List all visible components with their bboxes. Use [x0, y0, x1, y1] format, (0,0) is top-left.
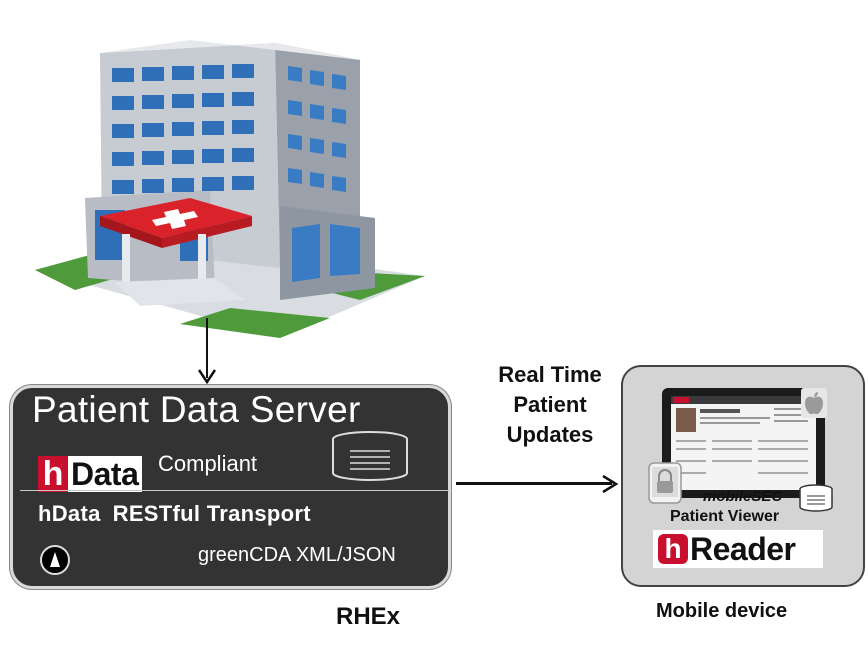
hdata-logo-text: Data: [68, 456, 143, 492]
lock-icon: [648, 462, 682, 504]
transport-label: hData RESTful Transport: [38, 501, 311, 527]
server-divider: [20, 490, 452, 491]
hreader-logo: h Reader: [653, 530, 823, 568]
down-arrow-icon: [197, 369, 217, 385]
tablet-screen-icon: [662, 388, 825, 498]
real-time-updates-label: Real Time Patient Updates: [470, 360, 630, 450]
real-time-line3: Updates: [506, 422, 594, 447]
real-time-line2: Patient: [513, 392, 587, 417]
transport-hdata: hData: [38, 501, 101, 526]
hospital-building-icon: [35, 40, 425, 338]
server-title: Patient Data Server: [32, 389, 361, 430]
apple-logo-icon: [801, 388, 827, 418]
hreader-logo-h: h: [658, 534, 688, 564]
transport-restful: RESTful Transport: [112, 501, 311, 526]
real-time-line1: Real Time: [498, 362, 602, 387]
rhex-label: RHEx: [336, 603, 401, 630]
mobilesec-label: mobileSEC: [703, 488, 783, 505]
mobile-database-icon: [799, 484, 833, 512]
hospital-to-server-connector: [206, 318, 208, 378]
seal-icon: [40, 545, 70, 575]
mobile-device-label: Mobile device: [656, 600, 788, 622]
hdata-logo-h: h: [38, 456, 68, 492]
format-label: greenCDA XML/JSON: [198, 544, 396, 566]
right-arrow-icon: [602, 474, 619, 494]
hreader-logo-text: Reader: [690, 531, 796, 567]
database-icon: [332, 431, 408, 481]
patient-viewer-label: Patient Viewer: [670, 508, 780, 525]
server-to-mobile-connector: [456, 482, 612, 485]
compliant-label: Compliant: [158, 451, 258, 476]
